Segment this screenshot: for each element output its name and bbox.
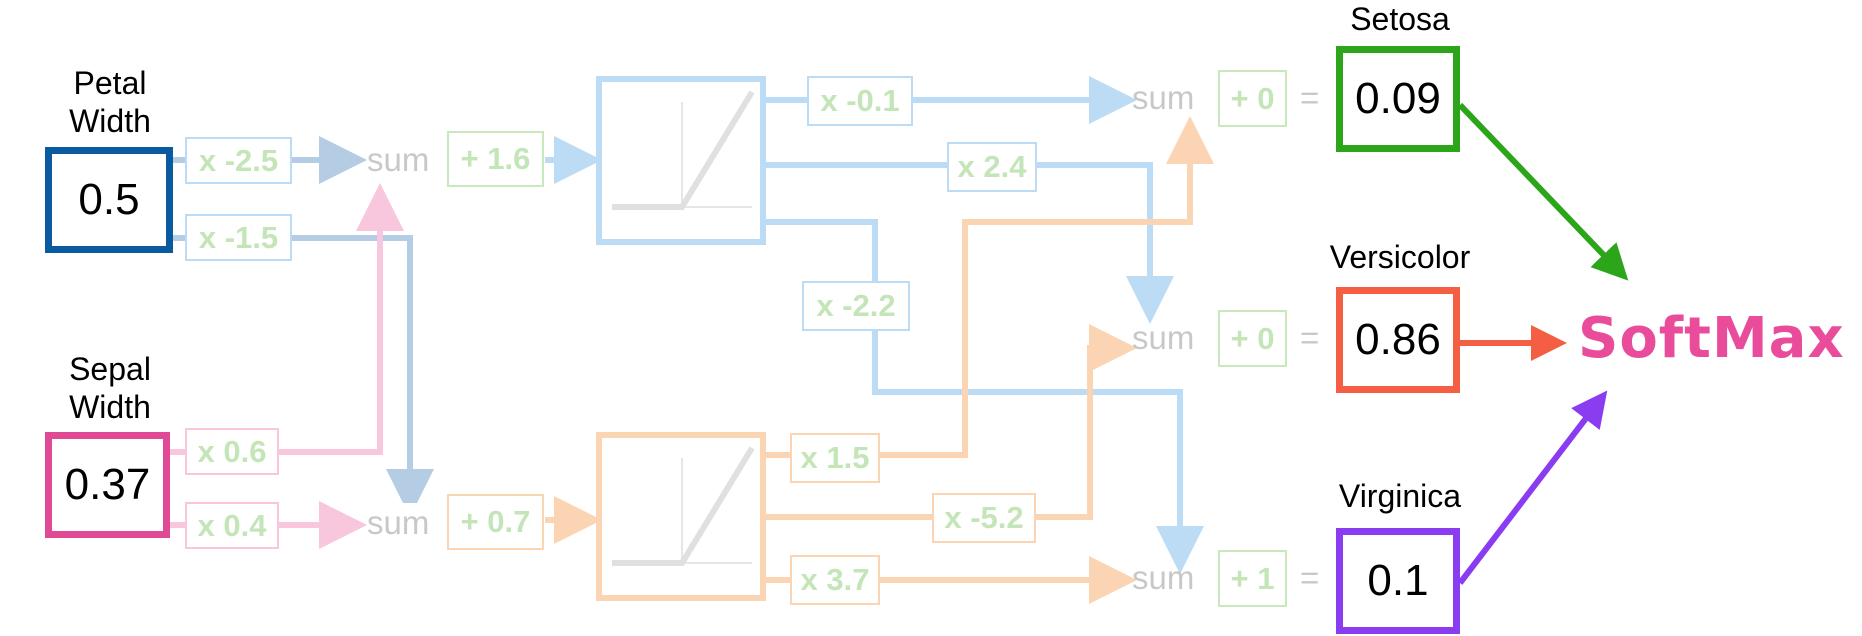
equals-virginica: = <box>1300 559 1320 596</box>
weight-top-virginica: x -2.2 <box>802 281 910 331</box>
weight-sepal-top: x 0.6 <box>185 428 279 475</box>
weight-sepal-bottom: x 0.4 <box>185 502 279 549</box>
weight-bottom-setosa-text: x 1.5 <box>800 440 870 475</box>
petal-label-line1: Petal <box>73 65 147 101</box>
weight-petal-bottom-text: x -1.5 <box>198 219 279 255</box>
bias-bottom-node-text: + 0.7 <box>460 504 531 539</box>
weight-sepal-top-text: x 0.6 <box>197 433 267 469</box>
equals-setosa: = <box>1300 79 1320 116</box>
relu-bottom-curve <box>612 446 755 566</box>
versicolor-label: Versicolor <box>1329 239 1471 275</box>
bias-bottom-node: + 0.7 <box>447 494 544 550</box>
weight-bottom-versicolor-text: x -5.2 <box>944 500 1024 535</box>
versicolor-value: 0.86 <box>1355 315 1441 364</box>
bias-versicolor-text: + 0 <box>1230 320 1275 356</box>
sepal-width-input-box: 0.37 <box>45 432 170 538</box>
weight-top-virginica-text: x -2.2 <box>816 288 896 323</box>
softmax-label: SoftMax <box>1578 306 1845 371</box>
bias-setosa-text: + 0 <box>1230 80 1275 116</box>
virginica-value: 0.1 <box>1367 556 1429 605</box>
petal-width-input-box: 0.5 <box>45 147 173 253</box>
sepal-width-label: Sepal Width <box>40 350 180 426</box>
equals-versicolor: = <box>1300 319 1320 356</box>
petal-width-value: 0.5 <box>78 175 140 224</box>
weight-bottom-virginica-text: x 3.7 <box>800 562 870 597</box>
bias-top-node-text: + 1.6 <box>460 141 531 176</box>
setosa-label: Setosa <box>1350 1 1450 37</box>
bias-virginica-text: + 1 <box>1230 560 1275 596</box>
weight-petal-top-text: x -2.5 <box>198 142 279 178</box>
setosa-output-box: 0.09 <box>1336 46 1460 152</box>
weight-top-versicolor: x 2.4 <box>947 142 1037 192</box>
sum-top-node: sum <box>367 140 430 180</box>
weight-petal-top: x -2.5 <box>185 137 292 184</box>
sepal-width-value: 0.37 <box>64 460 151 509</box>
sum-versicolor: sum <box>1132 319 1195 356</box>
weight-bottom-setosa: x 1.5 <box>790 433 880 483</box>
weight-petal-bottom: x -1.5 <box>185 214 292 261</box>
petal-width-label: Petal Width <box>40 64 180 140</box>
weight-top-setosa: x -0.1 <box>807 76 913 126</box>
setosa-value: 0.09 <box>1355 74 1441 123</box>
relu-top-activation <box>596 76 766 245</box>
virginica-label: Virginica <box>1338 478 1462 514</box>
weight-top-versicolor-text: x 2.4 <box>957 149 1027 184</box>
weight-bottom-virginica: x 3.7 <box>790 555 880 605</box>
sum-bottom-node: sum <box>367 503 430 543</box>
bias-versicolor: + 0 <box>1218 310 1287 367</box>
virginica-output-box: 0.1 <box>1336 528 1460 634</box>
bias-top-node: + 1.6 <box>447 131 544 187</box>
bias-virginica: + 1 <box>1218 550 1287 607</box>
sum-virginica: sum <box>1132 559 1195 596</box>
sum-setosa: sum <box>1132 79 1195 116</box>
versicolor-output-box: 0.86 <box>1336 287 1460 393</box>
relu-top-curve <box>612 90 755 210</box>
sepal-label-line1: Sepal <box>69 351 151 387</box>
bias-setosa: + 0 <box>1218 70 1287 127</box>
weight-bottom-versicolor: x -5.2 <box>932 493 1036 543</box>
petal-label-line2: Width <box>69 103 151 139</box>
sepal-label-line2: Width <box>69 389 151 425</box>
weight-top-setosa-text: x -0.1 <box>820 83 900 118</box>
relu-bottom-activation <box>596 432 766 601</box>
weight-sepal-bottom-text: x 0.4 <box>197 507 267 543</box>
